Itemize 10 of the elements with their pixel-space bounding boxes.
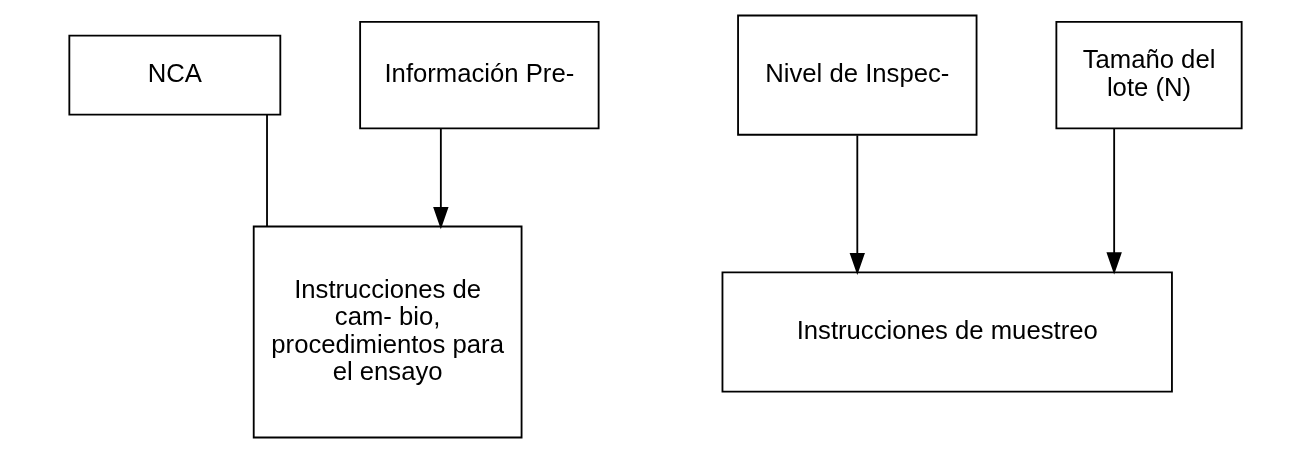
node-box: Tamaño del lote (N)	[1055, 21, 1243, 130]
arrow	[1106, 127, 1122, 275]
node-box: NCA	[68, 34, 282, 116]
node-box: Información Pre-	[359, 21, 600, 130]
connector	[266, 113, 268, 228]
node-box: Instrucciones de muestreo	[721, 271, 1173, 393]
arrow	[433, 127, 449, 230]
node-box: Nivel de Inspec-	[737, 14, 978, 136]
arrow	[849, 134, 865, 275]
node-box: Instrucciones de cam- bio, procedimientos para el ensayo	[252, 225, 523, 439]
